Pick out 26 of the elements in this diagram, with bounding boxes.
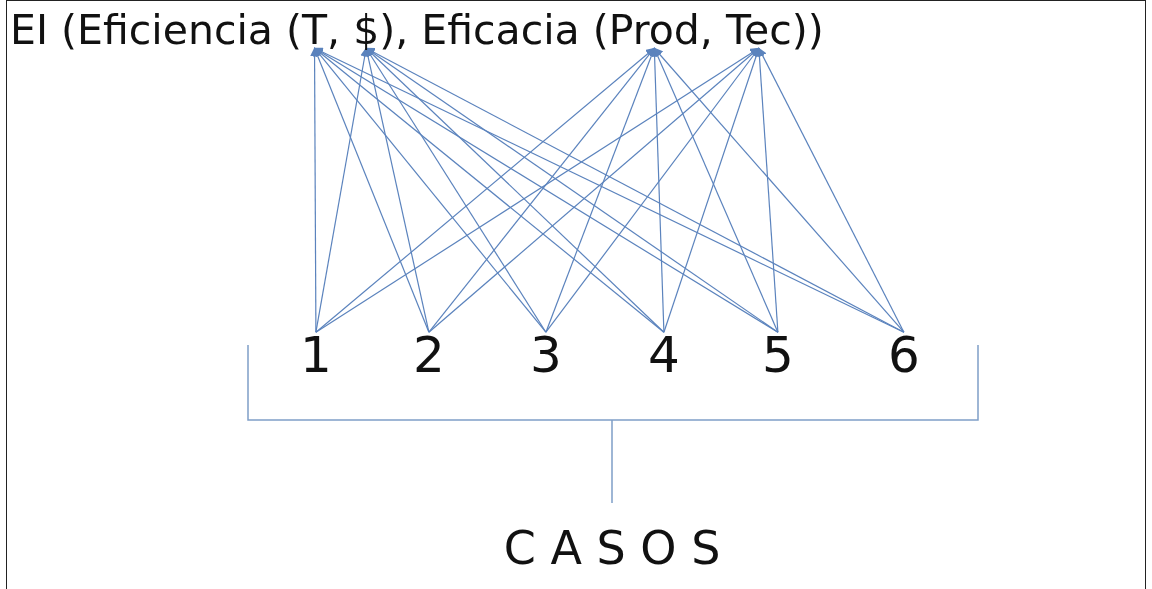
arrow bbox=[758, 47, 905, 333]
heading-term: T bbox=[302, 6, 328, 54]
heading-term: $ bbox=[353, 6, 380, 54]
case-number: 6 bbox=[888, 325, 920, 385]
case-number: 1 bbox=[300, 325, 332, 385]
arrow bbox=[315, 47, 370, 333]
arrow bbox=[545, 47, 760, 333]
arrow bbox=[428, 47, 760, 333]
heading-text: )) bbox=[791, 6, 824, 54]
case-number: 3 bbox=[530, 325, 562, 385]
arrow bbox=[313, 47, 430, 333]
heading-text: ), Eficacia ( bbox=[379, 6, 609, 54]
heading-text: , bbox=[699, 6, 714, 54]
group-label: C A S O S bbox=[503, 520, 721, 576]
case-number: 5 bbox=[762, 325, 794, 385]
arrow bbox=[428, 47, 655, 333]
arrow bbox=[313, 47, 547, 333]
heading-text: , bbox=[327, 6, 342, 54]
case-number: 2 bbox=[413, 325, 445, 385]
heading-term: Prod bbox=[608, 6, 700, 54]
heading-term: Tec bbox=[725, 6, 792, 54]
arrow bbox=[653, 47, 905, 333]
arrow bbox=[545, 47, 656, 333]
case-number: 4 bbox=[648, 325, 680, 385]
arrow bbox=[754, 47, 779, 333]
heading-text: EI (Eficiencia ( bbox=[10, 6, 302, 54]
